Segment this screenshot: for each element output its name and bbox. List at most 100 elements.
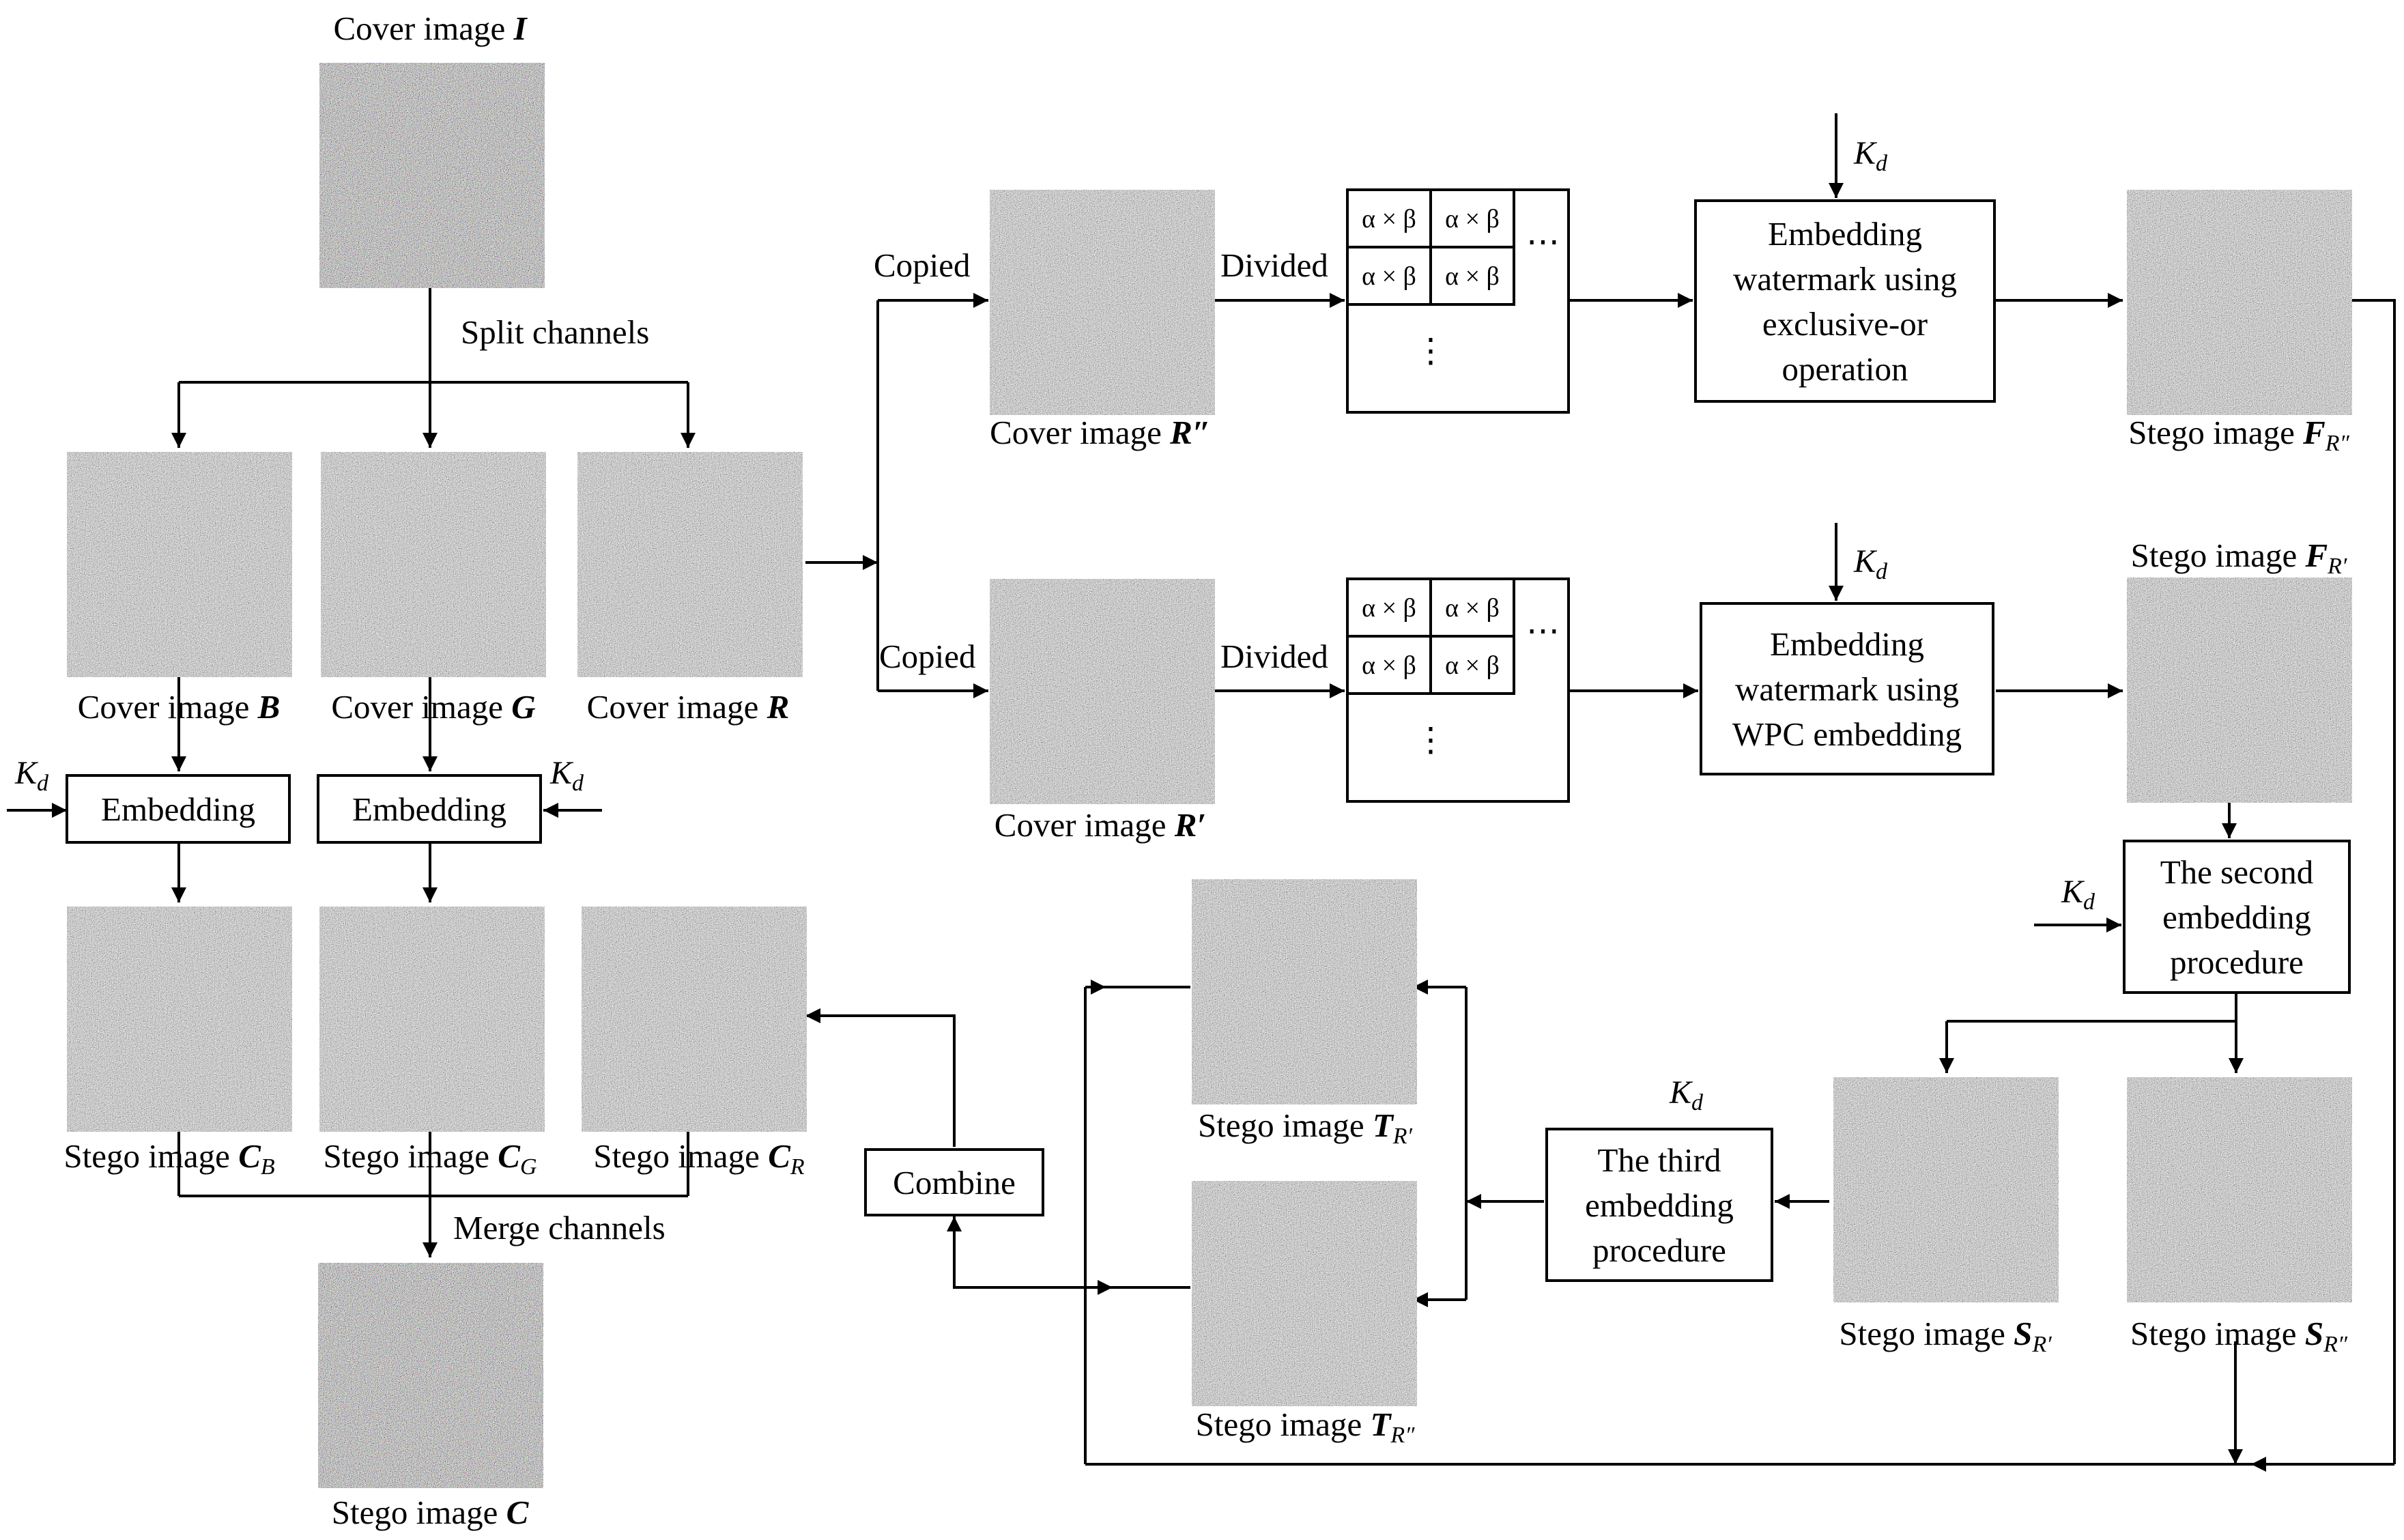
image-stego-TR2 xyxy=(1192,1181,1417,1406)
block-grid-bottom: α × β α × β α × β α × β ⋯ ⋮ xyxy=(1346,578,1570,803)
box-line: procedure xyxy=(1592,1231,1726,1269)
box-line: exclusive-or xyxy=(1762,305,1928,343)
image-thumbnails xyxy=(67,63,2352,1488)
box-line: watermark using xyxy=(1733,260,1957,298)
flow-labels: Split channels Merge channels Copied Cop… xyxy=(453,246,1328,1246)
block-cell-label: α × β xyxy=(1362,262,1416,291)
image-label-stego-SR1: Stego image SR′ xyxy=(1839,1315,2052,1357)
block-cell-label: α × β xyxy=(1445,651,1500,680)
image-stego-C xyxy=(318,1263,543,1488)
vdots: ⋮ xyxy=(1414,332,1448,369)
image-stego-SR2 xyxy=(2127,1077,2352,1302)
noise-square xyxy=(1192,1181,1417,1406)
merge-channels-label: Merge channels xyxy=(453,1209,666,1246)
noise-square xyxy=(67,907,292,1132)
hdots: ⋯ xyxy=(1526,612,1560,649)
noise-square xyxy=(67,452,292,677)
image-cover-R2 xyxy=(990,190,1215,415)
image-label-cover-B: Cover image B xyxy=(78,688,281,726)
image-stego-TR1 xyxy=(1192,879,1417,1104)
image-label-stego-FR2: Stego image FR″ xyxy=(2128,414,2349,456)
key-kd-second: Kd xyxy=(2061,874,2095,915)
noise-square xyxy=(2127,578,2352,803)
box-line: Embedding xyxy=(101,790,255,828)
image-label-cover-R1: Cover image R′ xyxy=(994,806,1206,844)
image-label-stego-SR2: Stego image SR″ xyxy=(2130,1315,2348,1357)
copied-label-top: Copied xyxy=(874,246,971,284)
box-line: WPC embedding xyxy=(1732,715,1962,753)
box-line: procedure xyxy=(2170,943,2304,981)
key-kd-g: Kd xyxy=(549,755,584,796)
noise-square xyxy=(319,63,545,288)
box-combine: Combine xyxy=(864,1148,1044,1216)
box-line: The second xyxy=(2160,853,2314,891)
image-label-stego-CB: Stego image CB xyxy=(63,1137,275,1180)
box-line: Combine xyxy=(893,1164,1016,1201)
hdots: ⋯ xyxy=(1526,223,1560,260)
noise-square xyxy=(1192,879,1417,1104)
box-line: embedding xyxy=(1585,1186,1734,1224)
image-stego-SR1 xyxy=(1833,1077,2059,1302)
copied-label-bottom: Copied xyxy=(879,638,976,675)
image-cover-I xyxy=(319,63,545,288)
divided-label-top: Divided xyxy=(1220,246,1328,284)
image-label-cover-R: Cover image R xyxy=(587,688,790,726)
noise-square xyxy=(582,907,807,1132)
image-label-cover-G: Cover image G xyxy=(331,688,535,726)
key-kd-third: Kd xyxy=(1669,1074,1704,1115)
key-kd-b: Kd xyxy=(14,755,49,796)
noise-square xyxy=(319,907,545,1132)
divided-label-bottom: Divided xyxy=(1220,638,1328,675)
noise-square xyxy=(990,579,1215,804)
image-label-stego-TR2: Stego image TR″ xyxy=(1196,1406,1416,1448)
image-label-stego-CG: Stego image CG xyxy=(323,1137,536,1180)
block-grid-top: α × β α × β α × β α × β ⋯ ⋮ xyxy=(1346,188,1570,414)
box-embedding-b: Embedding xyxy=(66,774,291,844)
box-embedding-g: Embedding xyxy=(317,774,542,844)
image-stego-FR1 xyxy=(2127,578,2352,803)
image-labels: Cover image I Cover image B Cover image G C… xyxy=(63,10,2349,1531)
box-line: The third xyxy=(1598,1141,1721,1179)
block-cell-label: α × β xyxy=(1445,262,1500,291)
image-stego-CR xyxy=(582,907,807,1132)
box-line: watermark using xyxy=(1735,670,1959,708)
key-kd-xor: Kd xyxy=(1853,135,1888,176)
block-cell-label: α × β xyxy=(1445,594,1500,623)
box-line: Embedding xyxy=(1768,215,1922,253)
image-cover-G xyxy=(321,452,546,677)
block-cell-label: α × β xyxy=(1362,594,1416,623)
image-label-stego-CR: Stego image CR xyxy=(593,1137,805,1180)
image-label-stego-TR1: Stego image TR′ xyxy=(1198,1107,1413,1149)
box-line: operation xyxy=(1781,350,1908,388)
image-stego-CG xyxy=(319,907,545,1132)
image-stego-CB xyxy=(67,907,292,1132)
box-line: Embedding xyxy=(352,790,506,828)
block-cell-label: α × β xyxy=(1445,205,1500,233)
noise-square xyxy=(1833,1077,2059,1302)
noise-square xyxy=(318,1263,543,1488)
vdots: ⋮ xyxy=(1414,721,1448,758)
image-label-stego-FR1: Stego image FR′ xyxy=(2131,537,2347,579)
image-stego-FR2 xyxy=(2127,190,2352,415)
noise-square xyxy=(990,190,1215,415)
image-cover-R1 xyxy=(990,579,1215,804)
noise-square xyxy=(2127,1077,2352,1302)
noise-square xyxy=(2127,190,2352,415)
key-kd-wpc: Kd xyxy=(1853,543,1888,584)
block-cell-label: α × β xyxy=(1362,205,1416,233)
box-third: The third embedding procedure xyxy=(1545,1128,1773,1282)
image-label-cover-R2: Cover image R″ xyxy=(990,414,1211,451)
image-label-stego-C: Stego image C xyxy=(332,1494,530,1531)
connector-lines xyxy=(7,113,2396,1472)
box-line: Embedding xyxy=(1770,625,1924,663)
block-cell-label: α × β xyxy=(1362,651,1416,680)
split-channels-label: Split channels xyxy=(461,313,649,351)
image-label-cover-I: Cover image I xyxy=(333,10,528,47)
box-xor: Embedding watermark using exclusive-or oper… xyxy=(1694,199,1996,403)
